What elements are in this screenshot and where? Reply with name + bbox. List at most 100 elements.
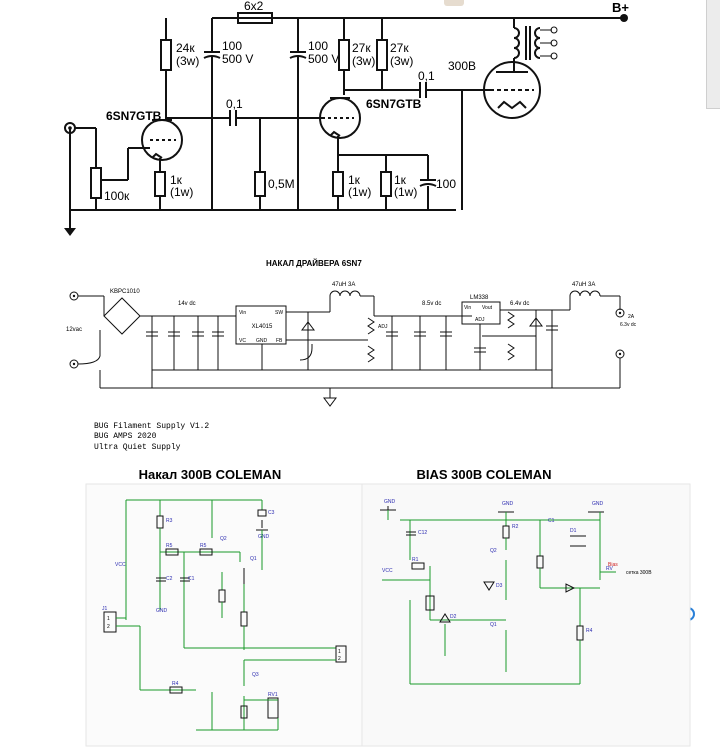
out-pin2: 2 (338, 656, 341, 662)
q2-label: Q2 (220, 536, 227, 542)
r6-label: R5 (200, 543, 207, 549)
l1-label: 47uH 3A (332, 282, 355, 288)
rk2-value: 1к (348, 173, 361, 187)
gnd2-label: GND (156, 608, 168, 614)
bias-d3-label: D3 (496, 583, 503, 589)
adj-label: ADJ (378, 324, 388, 330)
b-plus-terminal (620, 14, 628, 22)
r3-value: 27к (390, 41, 409, 55)
output-label: сетка 300B (626, 570, 652, 576)
caption-line-1: BUG Filament Supply V1.2 (94, 422, 209, 431)
reg2-vin: Vin (464, 305, 471, 311)
bias-q2-label: Q2 (490, 548, 497, 554)
reg1-vc: VC (239, 338, 246, 344)
bias-r4-label: R4 (586, 628, 593, 634)
rk2-power: (1w) (348, 185, 371, 199)
top-scroll-chip (444, 0, 464, 6)
c1-value: 100 (222, 39, 242, 53)
v14-label: 14v dc (178, 301, 196, 307)
c-coupling-1-label: 0,1 (226, 97, 243, 111)
tube2-label: 6SN7GTB (366, 97, 422, 111)
bias-gnd2-label: GND (502, 501, 514, 507)
r2-power: (3w) (352, 54, 375, 68)
b-plus-label: B+ (612, 0, 629, 15)
j1-connector (103, 611, 117, 633)
rv1-trimmer (267, 697, 279, 719)
reg2-label: LM338 (470, 295, 489, 301)
q1-label: Q1 (250, 556, 257, 562)
v64-label: 6.4v dc (510, 301, 529, 307)
reg1-gnd: GND (256, 338, 268, 344)
bias-gnd1-label: GND (384, 499, 396, 505)
input-label: 12vac (66, 327, 82, 333)
coleman-bias-title: BIAS 300B COLEMAN (416, 467, 551, 482)
rk3-power: (1w) (394, 185, 417, 199)
bias-q1-label: Q1 (490, 622, 497, 628)
rv-label: RV (606, 566, 614, 572)
resistor-27k-1 (338, 39, 350, 71)
bias-label: Bias (608, 562, 618, 568)
tube-amp-schematic: B+ 6x2 24к (3w) 100 500 V 100 500 V 27к … (64, 0, 629, 236)
reg1-label: XL4015 (252, 324, 273, 330)
r4-label: R4 (172, 681, 179, 687)
bias-r1-label: R1 (412, 557, 419, 563)
coleman-filament-schematic: Накал 300B COLEMAN C3 GND R3 R5 R5 Q2 Q1… (85, 467, 363, 747)
reg1-vin: Vin (239, 310, 246, 316)
caption-line-3: Ultra Quiet Supply (94, 443, 181, 452)
pot-label: 100к (104, 189, 130, 203)
reg2-adj: ADJ (475, 317, 485, 323)
bridge-label: KBPC1010 (110, 289, 140, 295)
rk3-value: 1к (394, 173, 407, 187)
c2-value: 100 (308, 39, 328, 53)
reg1-sw: SW (275, 310, 283, 316)
volume-pot (90, 167, 102, 199)
tube-300b-label: 300B (448, 59, 476, 73)
resistor-1k-1 (154, 171, 166, 197)
v85-label: 8.5v dc (422, 301, 441, 307)
r1-power: (3w) (176, 54, 199, 68)
resistor-1k-3 (380, 171, 392, 197)
r3-label: R3 (166, 518, 173, 524)
coleman-bias-schematic: BIAS 300B COLEMAN GND GND GND C12 R2 C1 … (361, 467, 691, 747)
side-scrollbar[interactable] (706, 0, 720, 109)
c3-label: C3 (268, 510, 275, 516)
j1-label: J1 (102, 606, 108, 612)
c-coupling-2-label: 0,1 (418, 69, 435, 83)
xl4015-chip (235, 305, 287, 345)
vcc-label: VCC (115, 562, 126, 568)
c12-label: C12 (418, 530, 427, 536)
reg2-vout: Vout (482, 305, 493, 311)
tube-300b (483, 61, 541, 119)
reg1-fb: FB (276, 338, 283, 344)
bias-d1-label: D1 (570, 528, 577, 534)
resistor-6x2-label: 6x2 (244, 0, 264, 13)
filament-supply-schematic: НАКАЛ ДРАЙВЕРА 6SN7 12vac KBPC1010 14v d… (66, 259, 637, 452)
bias-gnd3-label: GND (592, 501, 604, 507)
rk1-value: 1к (170, 173, 183, 187)
coleman-filament-title: Накал 300B COLEMAN (139, 467, 282, 482)
lm338-chip (461, 301, 501, 325)
c1-voltage: 500 V (222, 52, 253, 66)
bias-d2-label: D2 (450, 614, 457, 620)
r2-value: 27к (352, 41, 371, 55)
tube1-label: 6SN7GTB (106, 109, 162, 123)
r1-value: 24к (176, 41, 195, 55)
resistor-27k-2 (376, 39, 388, 71)
rv1-label: RV1 (268, 692, 278, 698)
gnd1-label: GND (258, 534, 270, 540)
q3-label: Q3 (252, 672, 259, 678)
out-voltage: 6.3v dc (620, 322, 637, 328)
r3-power: (3w) (390, 54, 413, 68)
bias-c1-label: C1 (548, 518, 555, 524)
rk1-power: (1w) (170, 185, 193, 199)
ck-label: 100 (436, 177, 456, 191)
out-pin1: 1 (338, 649, 341, 655)
resistor-24k (160, 39, 172, 71)
bias-vcc-label: VCC (382, 568, 393, 574)
output-connector (335, 645, 347, 663)
rg-label: 0,5M (268, 177, 295, 191)
out-current: 2A (628, 314, 635, 320)
resistor-6x2 (237, 12, 273, 24)
bridge-rectifier (103, 297, 141, 335)
